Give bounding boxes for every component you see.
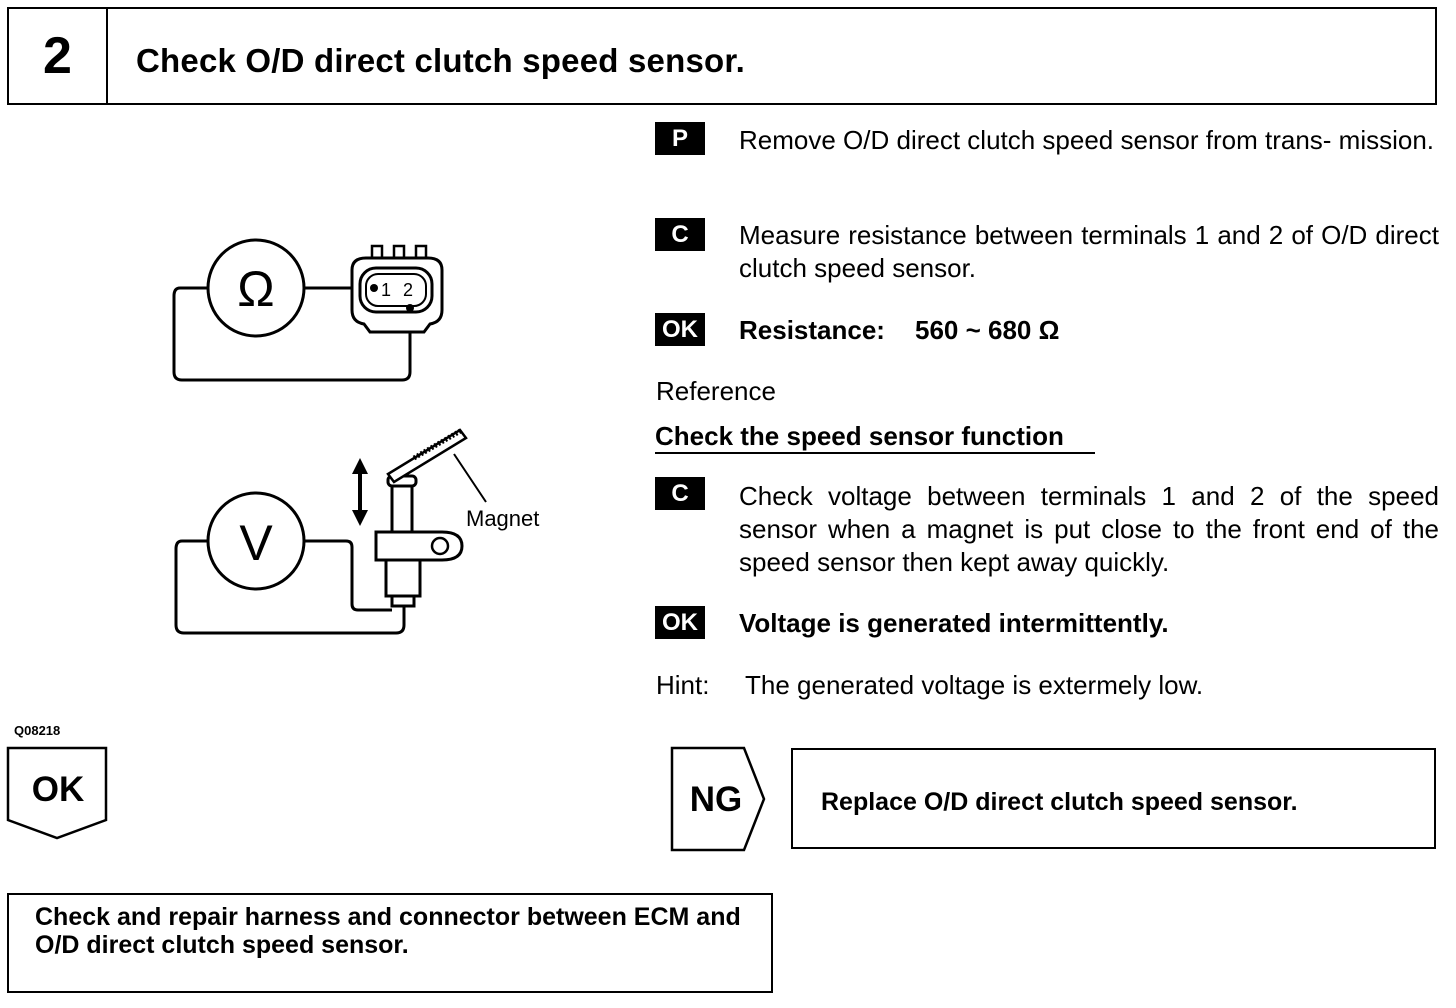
instruction-check-voltage: Check voltage between terminals 1 and 2 … — [739, 481, 1439, 577]
hint-text: The generated voltage is extermely low. — [745, 670, 1204, 700]
step-title: Check O/D direct clutch speed sensor. — [136, 42, 745, 79]
instruction-measure: Measure resistance between terminals 1 a… — [739, 220, 1439, 283]
voltage-result: Voltage is generated intermittently. — [739, 608, 1169, 638]
movement-arrow — [352, 458, 368, 526]
sensor-diagram: Ω 1 2 V — [172, 238, 539, 635]
badge-c-reference: C — [655, 477, 705, 510]
hint-label: Hint: — [656, 670, 710, 700]
magnet — [386, 427, 487, 503]
badge-p: P — [655, 122, 705, 155]
badge-ok-reference: OK — [655, 606, 705, 639]
ohmmeter-circuit: Ω 1 2 — [172, 238, 444, 382]
ok-action-text: Check and repair harness and connector b… — [35, 903, 741, 959]
ng-flow-marker — [670, 746, 766, 852]
speed-sensor — [374, 474, 464, 608]
voltmeter-circuit: V Magnet — [174, 427, 539, 635]
ng-action-box: Replace O/D direct clutch speed sensor. — [791, 748, 1436, 849]
ng-flow-label: NG — [689, 780, 743, 819]
step-header: 2 Check O/D direct clutch speed sensor. — [7, 7, 1437, 105]
ng-action-text: Replace O/D direct clutch speed sensor. — [821, 788, 1298, 816]
magnet-label: Magnet — [466, 506, 539, 531]
sensor-connector: 1 2 — [350, 244, 444, 334]
figure-id: Q08218 — [14, 723, 61, 738]
step-number: 2 — [9, 9, 108, 103]
instruction-remove: Remove O/D direct clutch speed sensor fr… — [739, 125, 1435, 155]
ok-flow-label: OK — [31, 770, 85, 809]
volt-symbol-text: V — [239, 515, 273, 571]
reference-underline — [655, 452, 1095, 454]
badge-ok: OK — [655, 313, 705, 346]
terminal-2-label: 2 — [403, 280, 413, 300]
ohm-symbol-text: Ω — [237, 261, 274, 317]
badge-c: C — [655, 218, 705, 251]
reference-label: Reference — [656, 376, 776, 406]
reference-heading: Check the speed sensor function — [655, 421, 1064, 451]
resistance-value: 560 ~ 680 Ω — [915, 315, 1060, 345]
terminal-1-label: 1 — [381, 280, 391, 300]
ok-action-box: Check and repair harness and connector b… — [7, 893, 773, 993]
resistance-label: Resistance: — [739, 315, 885, 345]
ok-flow-marker — [6, 746, 108, 840]
